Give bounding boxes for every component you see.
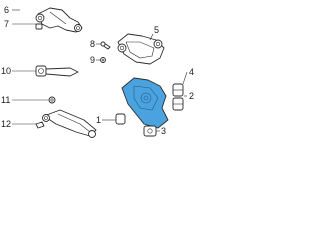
callout-4: 4 bbox=[189, 67, 194, 77]
leader-4 bbox=[182, 71, 188, 85]
callout-1: 1 bbox=[96, 115, 101, 125]
link-12 bbox=[35, 121, 45, 129]
callout-12: 12 bbox=[1, 119, 11, 129]
callout-6: 6 bbox=[4, 5, 9, 15]
bushing-knuckle-left bbox=[115, 113, 126, 125]
callout-2: 2 bbox=[189, 91, 194, 101]
callout-7: 7 bbox=[4, 19, 9, 29]
callout-8: 8 bbox=[90, 39, 95, 49]
lower-control-arm bbox=[117, 33, 165, 65]
lower-link bbox=[42, 109, 97, 138]
bolt-8 bbox=[100, 41, 111, 50]
callout-3: 3 bbox=[161, 126, 166, 136]
callout-5: 5 bbox=[154, 25, 159, 35]
leader-5 bbox=[149, 33, 154, 41]
washer-9 bbox=[100, 57, 106, 63]
bushing-3 bbox=[143, 125, 157, 137]
knuckle-1 bbox=[121, 77, 169, 129]
bushing-11 bbox=[48, 96, 56, 104]
callout-10: 10 bbox=[1, 66, 11, 76]
callout-11: 11 bbox=[1, 95, 10, 105]
callout-9: 9 bbox=[90, 55, 95, 65]
bushing-2 bbox=[172, 83, 184, 111]
diagram-svg: 6 7 8 9 10 11 12 1 2 3 4 5 bbox=[1, 5, 194, 138]
upper-control-arm bbox=[35, 7, 83, 33]
bushing-10 bbox=[35, 65, 79, 77]
parts-diagram: 6 7 8 9 10 11 12 1 2 3 4 5 bbox=[0, 0, 200, 147]
